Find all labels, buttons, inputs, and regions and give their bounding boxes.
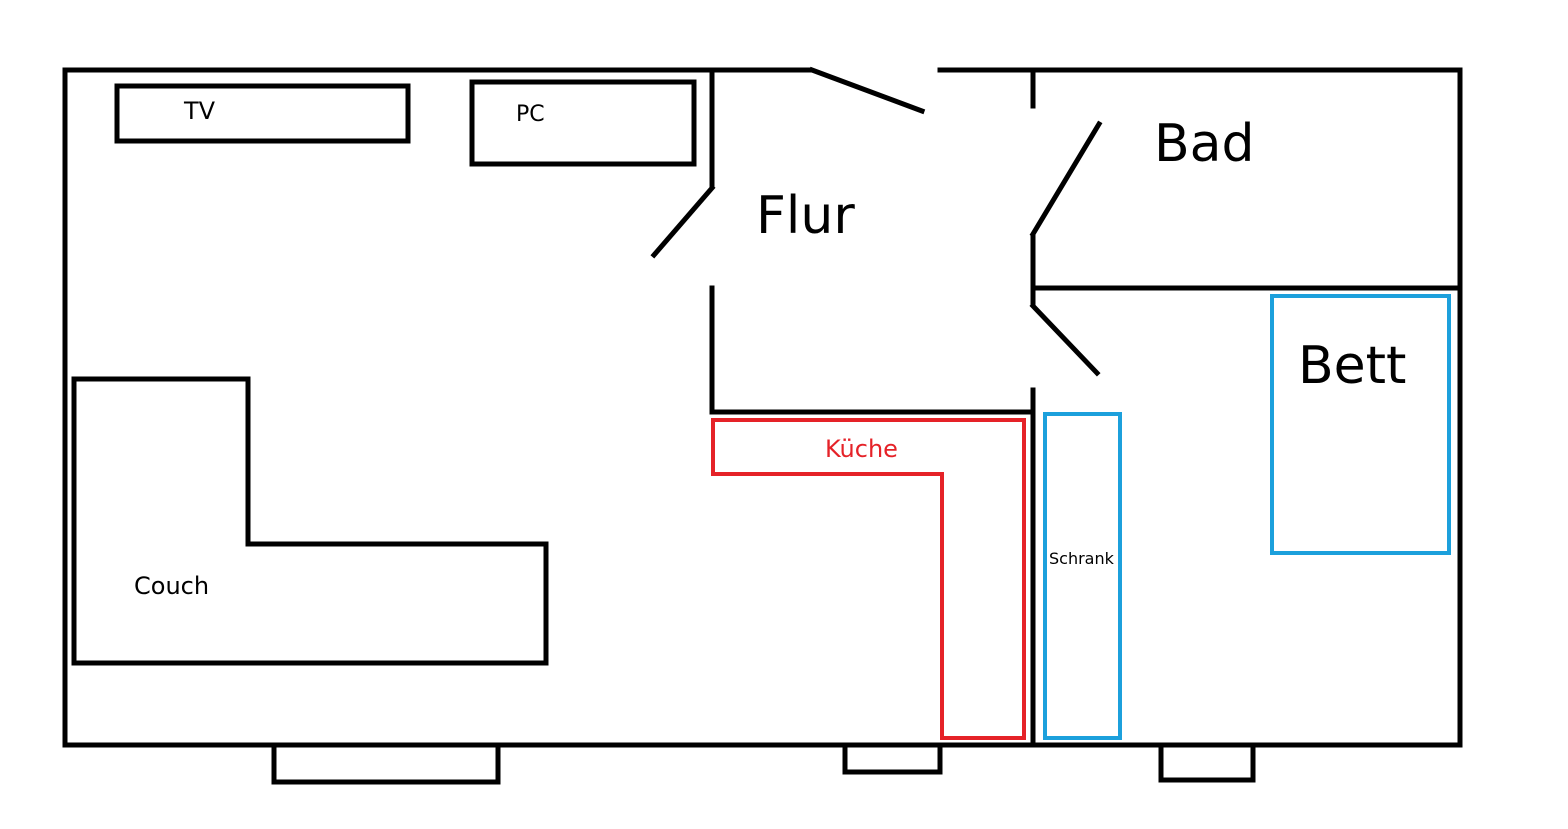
window-left [271,742,501,785]
entrance-door [808,66,926,115]
kueche-label: Küche [825,435,898,463]
schrank-box [1043,412,1122,740]
living-room-door [650,184,716,259]
schrank-label: Schrank [1049,549,1114,568]
flur-wall-left-lower [709,285,1036,415]
outer-wall-top-left [62,67,813,748]
flur-label: Flur [756,186,855,246]
bathroom-door [1029,120,1103,238]
bett-label: Bett [1298,336,1407,396]
bedroom-door [1029,302,1101,377]
window-right [1158,742,1256,783]
window-middle [842,742,943,775]
kitchen-counter [711,418,1026,740]
pc-box [469,79,697,167]
pc-label: PC [516,102,545,127]
tv-label: TV [184,97,216,125]
bett-box [1270,294,1451,555]
tv-box [114,83,411,144]
couch-shape [71,376,549,666]
bad-label: Bad [1154,114,1255,174]
couch-label: Couch [134,572,210,600]
